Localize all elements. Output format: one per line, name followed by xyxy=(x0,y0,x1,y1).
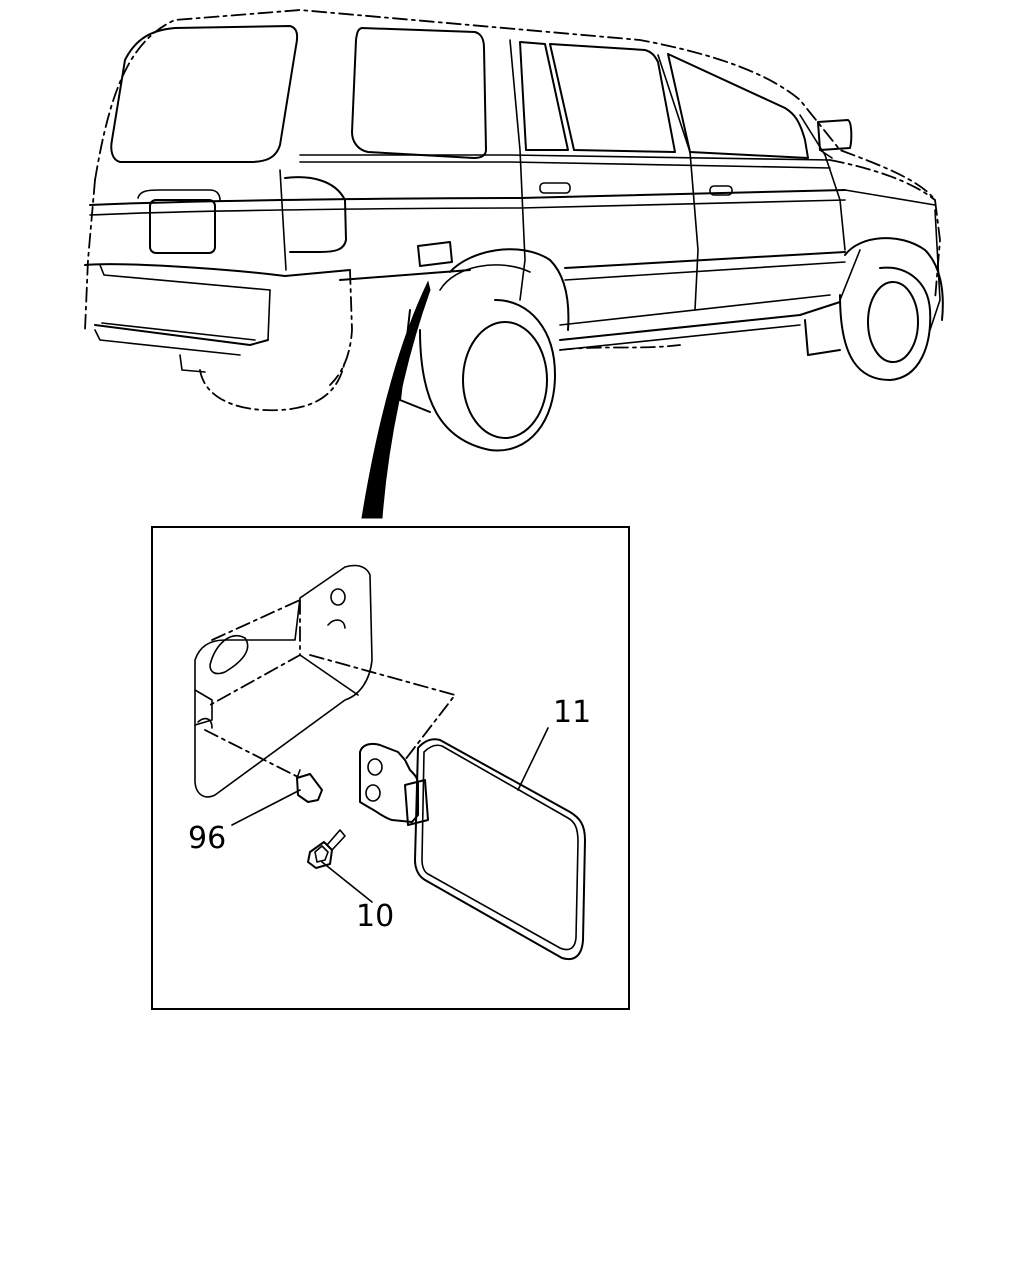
callout-96: 96 xyxy=(188,821,226,856)
clip-part-96 xyxy=(296,769,323,803)
leader-line-11 xyxy=(517,727,549,791)
bolt-part-10 xyxy=(307,829,346,869)
vehicle-illustration xyxy=(84,9,944,452)
hinge-bracket xyxy=(359,742,419,823)
fuel-door-part-11 xyxy=(404,738,586,960)
leader-line-10 xyxy=(321,861,373,903)
detail-frame xyxy=(151,526,630,1010)
zoom-pointer xyxy=(361,280,431,519)
fuel-door-housing xyxy=(194,564,457,798)
leader-line-96 xyxy=(231,789,301,826)
callout-11: 11 xyxy=(553,695,591,730)
callout-10: 10 xyxy=(356,899,394,934)
